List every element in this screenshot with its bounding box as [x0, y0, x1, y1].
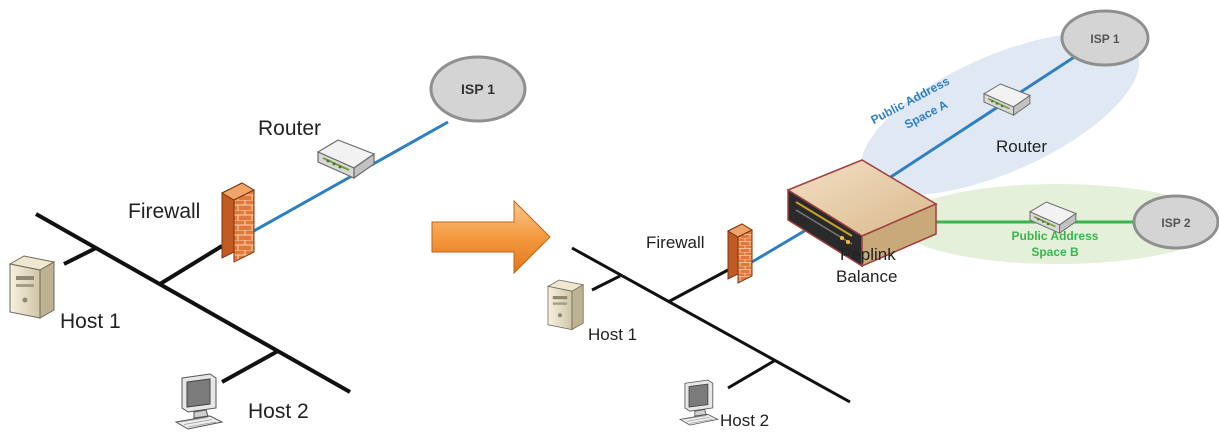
- left-wan-link: [251, 120, 449, 234]
- right-firewall-label: Firewall: [646, 233, 705, 252]
- right-firewall-icon: [726, 223, 754, 284]
- right-host1-label: Host 1: [588, 325, 637, 344]
- balancer-label-line1: Peplink: [840, 245, 896, 264]
- left-router-icon: [317, 139, 375, 179]
- right-host1-drop: [591, 274, 621, 292]
- right-isp2-cloud: ISP 2: [1132, 194, 1219, 250]
- right-backbone-line: [571, 246, 851, 404]
- right-arrow-icon: [431, 199, 551, 275]
- public-space-a-area: [860, 33, 1140, 195]
- right-firewall-balancer-link: [751, 228, 807, 264]
- left-host2-drop: [221, 349, 279, 384]
- left-isp-label: ISP 1: [461, 81, 495, 97]
- left-firewall-label: Firewall: [128, 200, 200, 223]
- right-router-label: Router: [996, 137, 1047, 156]
- right-host1-icon: [547, 279, 584, 331]
- right-host2-icon: [679, 379, 719, 426]
- space-b-label-line1: Public Address: [1012, 229, 1099, 243]
- right-isp1-label: ISP 1: [1090, 32, 1119, 46]
- left-firewall-drop: [158, 244, 224, 286]
- left-host2-label: Host 2: [248, 400, 309, 423]
- left-network: ISP 1 Router Firewall Host 1 Host 2: [9, 55, 527, 430]
- left-host1-drop: [63, 246, 97, 266]
- left-firewall-icon: [220, 182, 256, 263]
- right-firewall-drop: [667, 268, 729, 304]
- right-isp2-label: ISP 2: [1161, 216, 1190, 230]
- balancer-label-line2: Balance: [836, 267, 897, 286]
- left-isp-cloud: ISP 1: [429, 55, 527, 123]
- left-backbone-line: [35, 212, 351, 394]
- peplink-balance-icon: [786, 159, 938, 268]
- right-host2-drop: [727, 359, 775, 390]
- left-host1-icon: [9, 255, 55, 319]
- right-isp1-cloud: ISP 1: [1060, 9, 1150, 67]
- left-host1-label: Host 1: [60, 310, 121, 333]
- right-host2-label: Host 2: [720, 411, 769, 430]
- wan-link-a: [879, 50, 1083, 186]
- space-b-label-line2: Space B: [1031, 245, 1079, 259]
- right-network: ISP 1 ISP 2 Public Address Space A Publi…: [547, 9, 1219, 430]
- left-router-label: Router: [258, 117, 321, 140]
- left-host2-icon: [175, 373, 223, 430]
